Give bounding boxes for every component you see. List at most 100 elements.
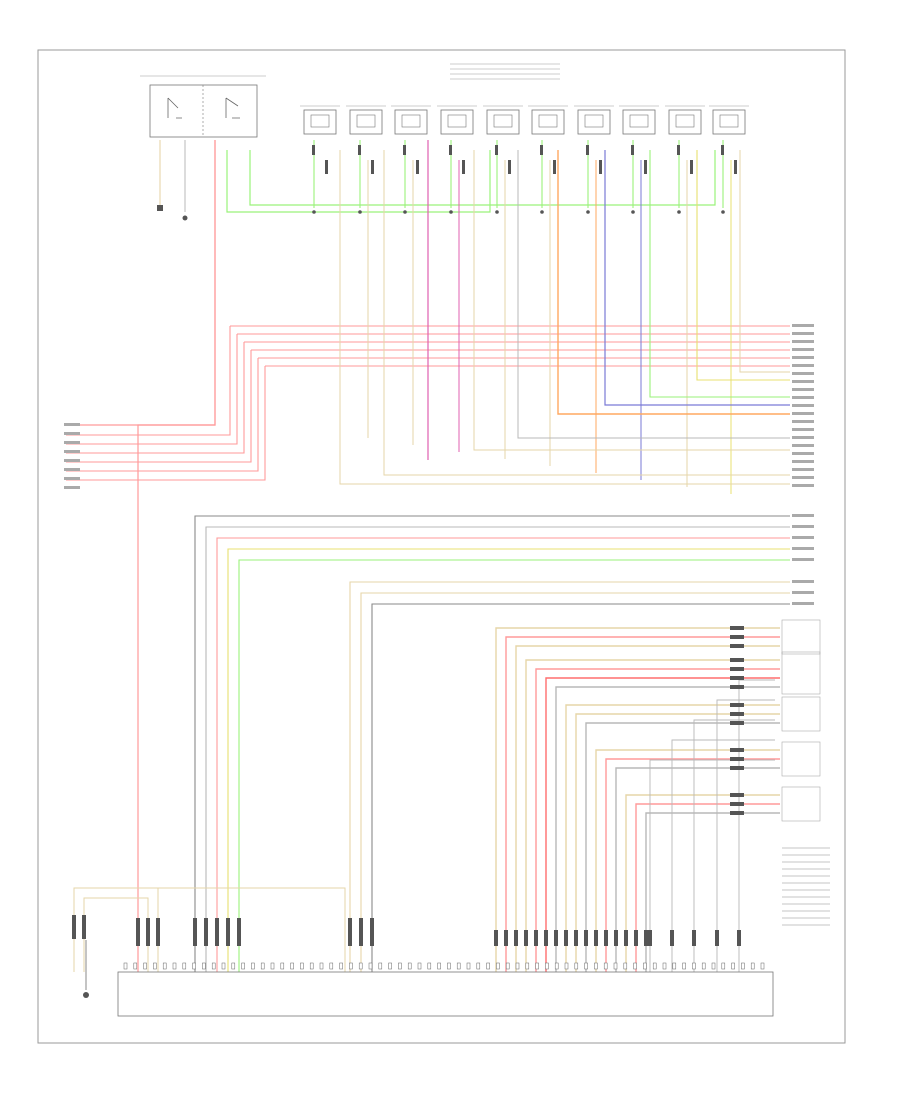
module-connector <box>524 930 528 946</box>
actuator-connector <box>677 145 680 155</box>
splice-dot <box>358 210 362 214</box>
module-pin <box>182 962 187 970</box>
module-pin <box>153 962 157 970</box>
splice-dot <box>312 210 316 214</box>
module-connector <box>237 918 241 946</box>
sensor-component <box>781 786 821 822</box>
module-pin <box>564 962 569 970</box>
red-harness-wire <box>66 366 266 481</box>
wire-end-label <box>792 412 814 415</box>
wire-end-label <box>792 580 814 583</box>
module-pin <box>574 962 579 970</box>
module-pin <box>260 962 265 970</box>
mid-harness-wire <box>216 537 790 972</box>
actuator-connector <box>312 145 315 155</box>
diagram-frame <box>37 49 846 1044</box>
actuator-coil <box>356 114 376 128</box>
module-connector <box>494 930 498 946</box>
wire-end-label <box>792 324 814 327</box>
wire-end-label <box>792 460 814 463</box>
sensor-wire <box>645 812 780 972</box>
module-pin <box>358 962 363 970</box>
sensor-wire <box>615 767 780 972</box>
module-connector <box>614 930 618 946</box>
sensor-wire <box>525 659 780 972</box>
module-pin <box>672 962 677 970</box>
module-pin <box>554 962 559 970</box>
module-pin <box>319 962 324 970</box>
ground-return-wire <box>671 739 775 972</box>
module-pin <box>633 962 637 970</box>
actuator-connector <box>586 145 589 155</box>
module-connector <box>564 930 568 946</box>
splice-dot <box>721 210 725 214</box>
wire-end-label <box>64 459 80 462</box>
sensor-wire <box>555 686 780 972</box>
actuator-connector <box>325 160 328 174</box>
wire-end-label <box>792 536 814 539</box>
module-pin <box>466 962 471 970</box>
actuator-connector <box>371 160 374 174</box>
module-connector <box>692 930 696 946</box>
wire-end-label <box>792 396 814 399</box>
module-connector <box>226 918 230 946</box>
module-pin <box>456 962 461 970</box>
module-pin <box>750 962 755 970</box>
actuator-connector <box>644 160 647 174</box>
actuator-box <box>486 109 520 135</box>
module-connector <box>359 918 363 946</box>
splice-dot <box>540 210 544 214</box>
wire-end-label <box>792 452 814 455</box>
wire-end-label <box>792 348 814 351</box>
mid-harness-wire <box>227 548 790 972</box>
tan-signal-wire <box>473 150 790 451</box>
module-pin <box>692 962 696 970</box>
splice-dot <box>403 210 407 214</box>
wire-end-label <box>792 404 814 407</box>
module-connector <box>624 930 628 946</box>
sensor-component <box>781 651 821 695</box>
module-pin <box>525 962 530 970</box>
control-module <box>72 915 774 1017</box>
sensor-connector <box>730 748 744 752</box>
tan-signal-wire <box>383 150 790 476</box>
mid-harness-wire <box>238 559 790 972</box>
splice-dot <box>495 210 499 214</box>
red-harness-wire <box>66 334 238 445</box>
gray-signal-wire <box>517 150 790 439</box>
orange-signal-wire <box>557 150 790 415</box>
ground-point <box>83 992 89 998</box>
module-pin <box>682 962 686 970</box>
module-connector <box>215 918 219 946</box>
module-pin <box>643 962 647 970</box>
module-pin <box>221 962 226 970</box>
mid-harness-wire <box>194 515 790 972</box>
sensor-connector <box>730 811 744 815</box>
module-connector <box>574 930 578 946</box>
module-pin <box>594 962 598 970</box>
actuator-connector <box>416 160 419 174</box>
actuator-coil <box>310 114 330 128</box>
module-pin <box>339 962 343 970</box>
module-connector <box>634 930 638 946</box>
module-pin <box>368 962 373 970</box>
module-pin <box>623 962 628 970</box>
ground-loop-wire <box>158 887 346 972</box>
sensor-wire <box>635 803 780 972</box>
switch-assembly-box <box>149 84 258 138</box>
wire-end-label <box>64 432 80 435</box>
module-pin <box>231 962 236 970</box>
module-pin <box>133 962 138 970</box>
red-harness-wire <box>66 358 259 472</box>
actuator-connector <box>734 160 737 174</box>
lower-harness-wire <box>371 603 790 972</box>
module-pin <box>731 962 735 970</box>
sensor-wire <box>575 713 780 972</box>
module-connector <box>348 918 352 946</box>
ground-loop-wire <box>73 887 159 972</box>
wire-end-label <box>792 547 814 550</box>
tan-signal-wire <box>339 150 790 485</box>
splice-dot <box>677 210 681 214</box>
module-pin <box>437 962 441 970</box>
